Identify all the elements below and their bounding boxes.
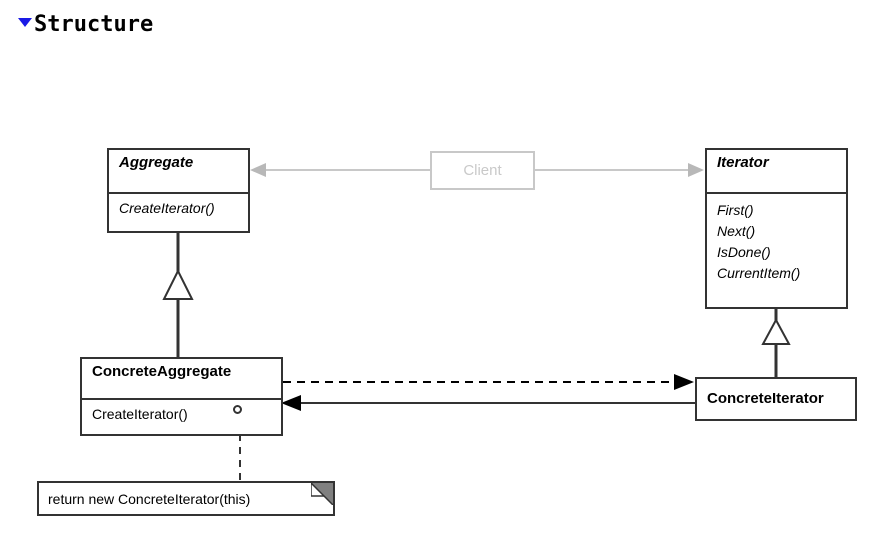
class-operation-aggregate-createiterator: CreateIterator() bbox=[109, 192, 248, 224]
class-name-aggregate: Aggregate bbox=[119, 154, 194, 171]
edge-concreteaggregate-to-concreteiterator bbox=[283, 374, 694, 390]
class-name-concreteaggregate: ConcreteAggregate bbox=[92, 363, 232, 380]
class-operation-concreteaggregate-createiterator: CreateIterator() bbox=[82, 398, 281, 430]
note-anchor-circle-icon bbox=[233, 405, 242, 414]
class-name-client: Client bbox=[463, 162, 502, 179]
class-operations-iterator: First() Next() IsDone() CurrentItem() bbox=[707, 192, 846, 289]
class-box-concreteaggregate[interactable]: ConcreteAggregate CreateIterator() bbox=[80, 357, 283, 436]
edge-concreteiterator-to-iterator bbox=[761, 309, 791, 377]
note-fold-corner-icon bbox=[311, 483, 333, 505]
class-box-aggregate[interactable]: Aggregate CreateIterator() bbox=[107, 148, 250, 233]
note-text: return new ConcreteIterator(this) bbox=[48, 490, 251, 507]
class-box-iterator[interactable]: Iterator First() Next() IsDone() Current… bbox=[705, 148, 848, 309]
class-name-concreteiterator: ConcreteIterator bbox=[707, 390, 824, 407]
triangle-down-icon[interactable] bbox=[18, 17, 32, 27]
edge-concreteaggregate-to-aggregate bbox=[162, 233, 194, 357]
class-name-iterator: Iterator bbox=[717, 154, 769, 171]
class-operation-iterator-first: First() bbox=[717, 202, 754, 218]
class-operation-iterator-currentitem: CurrentItem() bbox=[717, 265, 801, 281]
note-box[interactable]: return new ConcreteIterator(this) bbox=[37, 481, 335, 516]
edge-concreteiterator-to-concreteaggregate bbox=[281, 395, 695, 411]
section-header[interactable]: Structure bbox=[18, 12, 153, 38]
class-operation-iterator-isdone: IsDone() bbox=[717, 244, 771, 260]
class-box-client[interactable]: Client bbox=[430, 151, 535, 190]
operation-label-createiterator: CreateIterator() bbox=[92, 406, 188, 422]
edge-client-to-iterator bbox=[535, 163, 704, 177]
edge-client-to-aggregate bbox=[250, 163, 430, 177]
class-box-concreteiterator[interactable]: ConcreteIterator bbox=[695, 377, 857, 421]
class-operation-iterator-next: Next() bbox=[717, 223, 756, 239]
page-title: Structure bbox=[34, 12, 154, 37]
